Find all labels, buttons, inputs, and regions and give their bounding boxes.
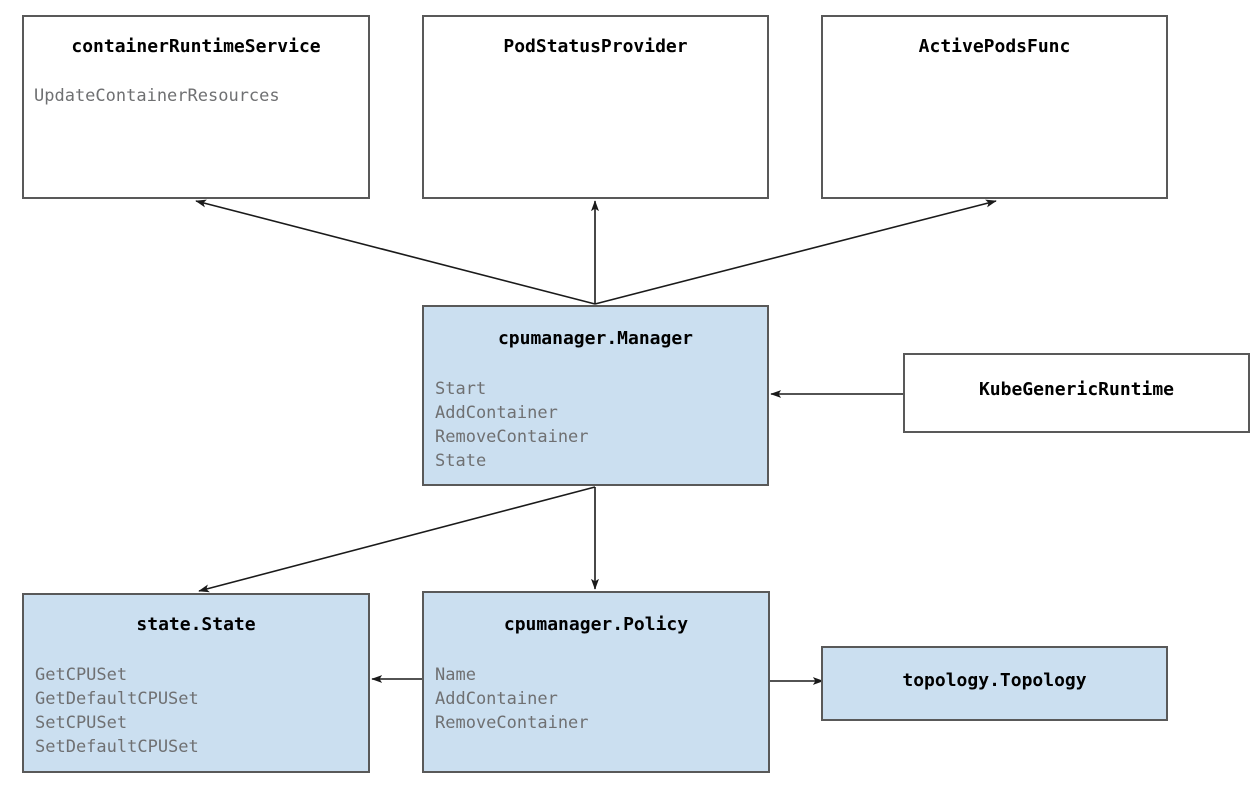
edge-manager-to-state-state	[198, 486, 596, 593]
node-member: AddContainer	[435, 689, 558, 709]
node-title: cpumanager.Policy	[503, 614, 689, 635]
node-title: KubeGenericRuntime	[978, 379, 1175, 400]
node-member: Name	[435, 665, 476, 685]
node-member-list: GetCPUSet GetDefaultCPUSet SetCPUSet Set…	[24, 663, 368, 759]
node-member: SetDefaultCPUSet	[35, 737, 199, 757]
node-member: Start	[435, 379, 487, 399]
node-active-pods-func[interactable]: ActivePodsFunc	[821, 15, 1168, 199]
node-title: state.State	[136, 614, 256, 635]
node-title: cpumanager.Manager	[497, 328, 694, 349]
node-cpumanager-manager[interactable]: cpumanager.Manager Start AddContainer Re…	[422, 305, 769, 486]
node-member: AddContainer	[435, 403, 558, 423]
node-member: RemoveContainer	[435, 427, 589, 447]
node-title: containerRuntimeService	[71, 36, 321, 57]
node-title: topology.Topology	[902, 670, 1087, 691]
node-member: RemoveContainer	[435, 713, 589, 733]
edge-manager-to-active-pods-func	[594, 199, 997, 305]
node-kube-generic-runtime[interactable]: KubeGenericRuntime	[903, 353, 1250, 433]
node-member: SetCPUSet	[35, 713, 128, 733]
edge-manager-to-container-runtime-service	[195, 199, 596, 305]
node-topology-topology[interactable]: topology.Topology	[821, 646, 1168, 721]
node-container-runtime-service[interactable]: containerRuntimeService UpdateContainerR…	[22, 15, 370, 199]
node-pod-status-provider[interactable]: PodStatusProvider	[422, 15, 769, 199]
node-state-state[interactable]: state.State GetCPUSet GetDefaultCPUSet S…	[22, 593, 370, 773]
node-member: GetCPUSet	[35, 665, 128, 685]
node-title: ActivePodsFunc	[918, 36, 1071, 57]
node-member: UpdateContainerResources	[34, 86, 280, 106]
node-member: GetDefaultCPUSet	[35, 689, 199, 709]
node-title: PodStatusProvider	[503, 36, 688, 57]
node-member-list: Name AddContainer RemoveContainer	[424, 663, 768, 735]
node-member-list: Start AddContainer RemoveContainer State	[424, 377, 767, 473]
node-member: State	[435, 451, 487, 471]
node-cpumanager-policy[interactable]: cpumanager.Policy Name AddContainer Remo…	[422, 591, 770, 773]
node-member-list: UpdateContainerResources	[24, 84, 368, 108]
